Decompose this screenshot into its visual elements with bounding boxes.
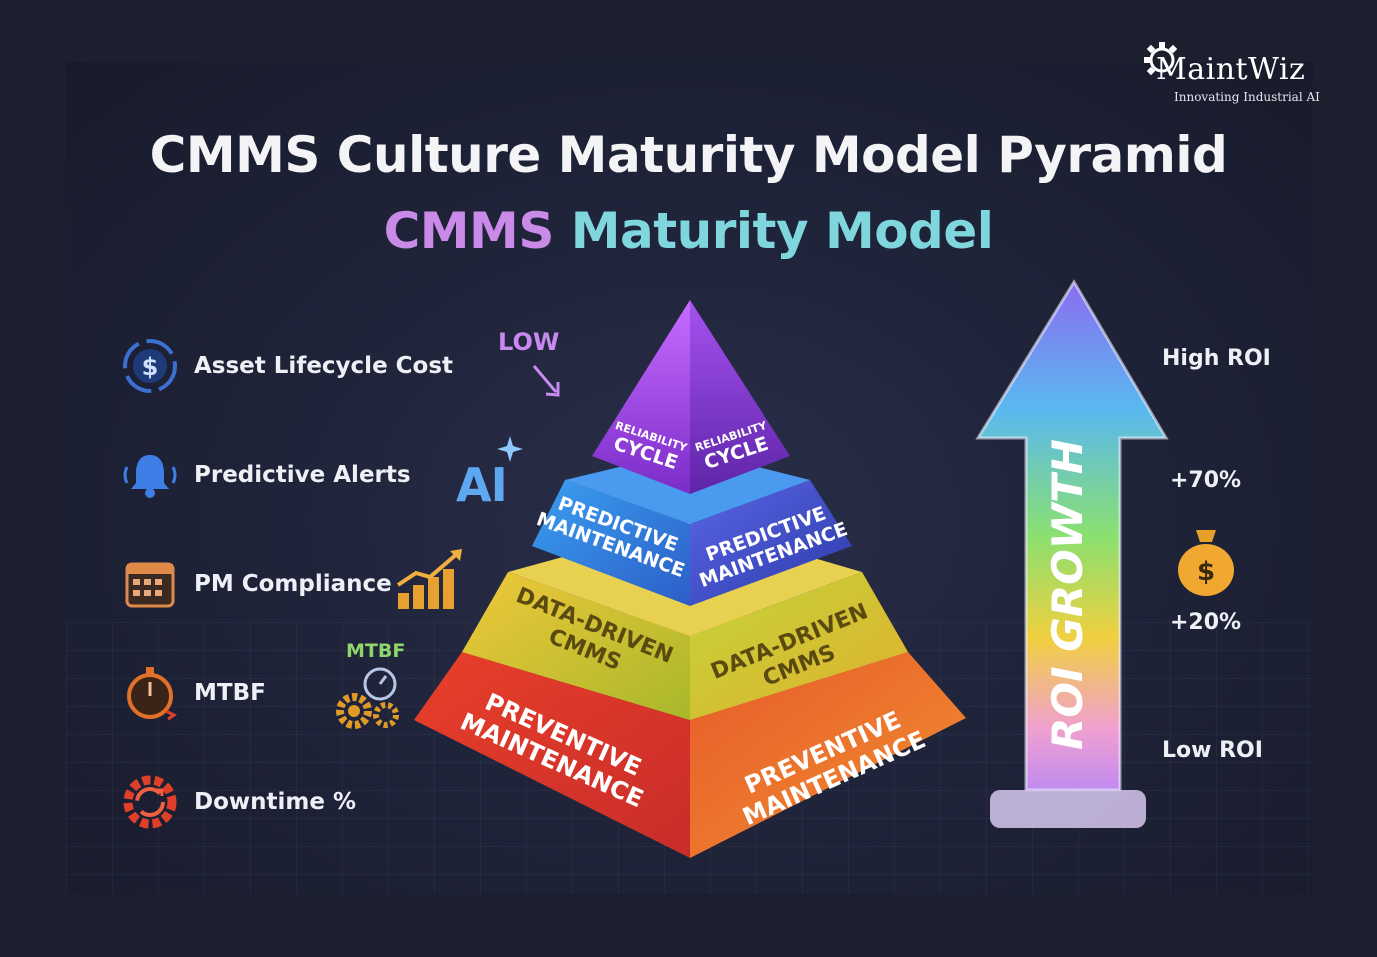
svg-text:$: $ — [142, 353, 159, 381]
kpi-predictive-alerts: Predictive Alerts — [118, 443, 411, 507]
low-label: LOW — [498, 328, 560, 356]
kpi-label: Asset Lifecycle Cost — [194, 353, 454, 379]
brand-name: MaintWiz — [1156, 52, 1306, 87]
refresh-gear-icon — [123, 775, 177, 829]
kpi-mtbf: MTBF — [118, 661, 266, 725]
low-roi-label: Low ROI — [1162, 738, 1263, 763]
roi-plus70-label: +70% — [1170, 468, 1242, 493]
kpi-label: MTBF — [194, 680, 266, 706]
sparkle-icon — [497, 436, 523, 462]
kpi-label: PM Compliance — [194, 571, 392, 597]
high-roi-label: High ROI — [1162, 346, 1271, 371]
page-subtitle: CMMS Maturity Model — [0, 202, 1377, 260]
kpi-pm-compliance: PM Compliance — [118, 552, 392, 616]
pyramid-level-reliability — [592, 300, 790, 494]
calendar-icon — [125, 562, 175, 608]
bell-icon — [123, 455, 177, 498]
kpi-asset-lifecycle-cost: $ Asset Lifecycle Cost — [118, 334, 453, 398]
gear-icon — [1144, 42, 1178, 76]
brand-logo: MaintWiz Innovating Industrial AI — [1140, 38, 1340, 110]
mtbf-label: MTBF — [346, 640, 406, 662]
roi-plus20-label: +20% — [1170, 610, 1242, 635]
stopwatch-icon — [127, 667, 177, 721]
kpi-label: Downtime % — [194, 789, 357, 815]
kpi-label: Predictive Alerts — [194, 462, 411, 488]
kpi-downtime: Downtime % — [118, 770, 356, 834]
page-title: CMMS Culture Maturity Model Pyramid — [149, 126, 1228, 184]
svg-text:$: $ — [1197, 557, 1215, 587]
subtitle-part2: Maturity Model — [570, 202, 994, 260]
brand-tagline: Innovating Industrial AI — [1174, 90, 1320, 104]
gears-icon — [336, 667, 399, 729]
subtitle-part1: CMMS — [383, 202, 555, 260]
roi-growth-arrow: ROI GROWTH — [975, 279, 1169, 828]
bar-chart-up-icon — [396, 549, 462, 609]
ai-label: AI — [456, 458, 508, 512]
money-bag-icon: $ — [1178, 530, 1234, 596]
dollar-cycle-icon: $ — [123, 339, 177, 393]
arrow-down-right-icon — [532, 365, 560, 397]
roi-arrow-label: ROI GROWTH — [1043, 439, 1092, 750]
